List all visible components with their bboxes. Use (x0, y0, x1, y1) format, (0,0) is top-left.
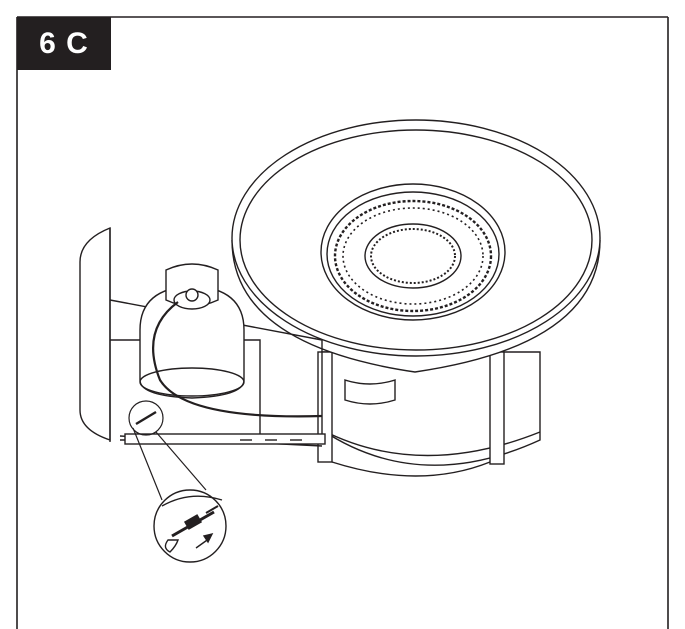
connection-point-icon (128, 400, 207, 501)
arrow-icon (195, 532, 214, 549)
propane-tank-icon (139, 263, 323, 418)
step-label: 6 C (17, 17, 111, 70)
page-border (16, 16, 669, 629)
fire-table-icon (231, 119, 601, 477)
magnifier-callout-icon (153, 489, 227, 563)
